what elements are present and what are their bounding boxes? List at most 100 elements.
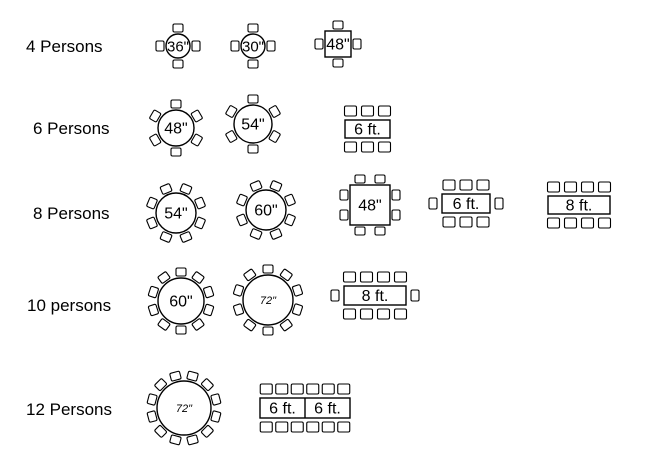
chair-icon	[321, 383, 335, 395]
chair-icon	[354, 226, 366, 236]
chair-icon	[225, 130, 238, 143]
chair-icon	[306, 421, 320, 433]
chair-icon	[597, 217, 612, 229]
table-size-label: 48"	[326, 37, 349, 54]
chair-icon	[442, 216, 456, 228]
round-table-top	[242, 274, 294, 326]
chair-icon	[179, 231, 193, 243]
table-round-54: 54"	[146, 183, 206, 243]
chair-icon	[391, 209, 401, 221]
square-table-top	[349, 184, 391, 226]
chair-icon	[374, 174, 386, 184]
row-label-10-persons: 10 persons	[27, 296, 112, 315]
chair-icon	[186, 434, 199, 446]
table-rect-8ft: 8 ft.	[546, 181, 612, 229]
chair-icon	[332, 20, 344, 30]
chair-icon	[170, 99, 182, 109]
chair-icon	[172, 23, 184, 33]
chair-icon	[175, 267, 187, 277]
table-square-48: 48"	[339, 174, 401, 236]
chair-icon	[291, 303, 303, 316]
chair-icon	[279, 318, 293, 332]
round-table-top	[157, 109, 195, 147]
chair-icon	[374, 226, 386, 236]
chair-icon	[337, 383, 351, 395]
chair-icon	[247, 94, 259, 104]
chair-icon	[546, 181, 561, 193]
chair-icon	[186, 370, 199, 382]
chair-icon	[428, 197, 438, 210]
table-size-label: 72"	[176, 403, 193, 415]
chair-icon	[236, 193, 248, 207]
rect-table-top	[344, 119, 391, 139]
chair-icon	[154, 378, 167, 391]
round-table-top	[156, 380, 212, 436]
chair-icon	[546, 217, 561, 229]
chair-icon	[391, 189, 401, 201]
chair-icon	[172, 59, 184, 69]
round-table-top	[155, 192, 197, 234]
chair-icon	[149, 109, 162, 123]
chair-icon	[377, 141, 392, 153]
row-label-12-persons: 12 Persons	[26, 400, 112, 419]
chair-icon	[343, 141, 358, 153]
chair-icon	[191, 318, 205, 331]
chair-icon	[275, 421, 289, 433]
chair-icon	[359, 308, 374, 320]
table-round-36: 36"	[155, 23, 201, 69]
table-size-label: 54"	[241, 117, 264, 134]
rect-table-top	[343, 285, 407, 306]
chair-icon	[321, 421, 335, 433]
rect-table-top	[441, 193, 491, 214]
chair-icon	[268, 130, 281, 143]
chair-icon	[247, 23, 259, 33]
table-round-72: 72"	[146, 370, 222, 446]
chair-icon	[342, 308, 357, 320]
chair-icon	[146, 216, 158, 230]
chair-icon	[230, 40, 240, 52]
chair-icon	[247, 59, 259, 69]
chair-icon	[494, 197, 504, 210]
chair-icon	[155, 40, 165, 52]
chair-icon	[459, 216, 473, 228]
chair-icon	[376, 271, 391, 283]
chair-icon	[275, 383, 289, 395]
chair-icon	[360, 105, 375, 117]
rect-table-top	[547, 195, 611, 215]
chair-icon	[194, 196, 206, 210]
chair-icon	[337, 421, 351, 433]
row-label-4-persons: 4 Persons	[26, 37, 103, 56]
chair-icon	[393, 271, 408, 283]
chair-icon	[442, 179, 456, 191]
chair-icon	[354, 174, 366, 184]
chair-icon	[147, 303, 159, 317]
chair-icon	[159, 231, 173, 243]
chair-icon	[563, 217, 578, 229]
chair-icon	[203, 285, 215, 299]
chair-icon	[249, 180, 263, 192]
chair-icon	[339, 189, 349, 201]
table-double-rect-6ft: 6 ft.6 ft.	[259, 383, 351, 433]
chair-icon	[262, 326, 274, 336]
chair-icon	[343, 105, 358, 117]
chair-icon	[225, 105, 238, 118]
chair-icon	[290, 383, 304, 395]
table-round-60: 60"	[236, 180, 296, 240]
table-rect-6ft: 6 ft.	[343, 105, 392, 153]
table-size-label: 72"	[260, 295, 277, 307]
table-round-72: 72"	[233, 264, 303, 336]
round-table-top	[233, 104, 273, 144]
table-round-30: 30"	[230, 23, 276, 69]
chair-icon	[190, 109, 203, 123]
chair-icon	[342, 271, 357, 283]
chair-icon	[233, 284, 245, 297]
chair-icon	[393, 308, 408, 320]
chair-icon	[269, 228, 283, 240]
chair-icon	[146, 410, 158, 423]
chair-icon	[580, 181, 595, 193]
round-table-top	[240, 33, 266, 59]
table-size-label: 60"	[254, 203, 277, 220]
chair-icon	[377, 105, 392, 117]
chair-icon	[563, 181, 578, 193]
